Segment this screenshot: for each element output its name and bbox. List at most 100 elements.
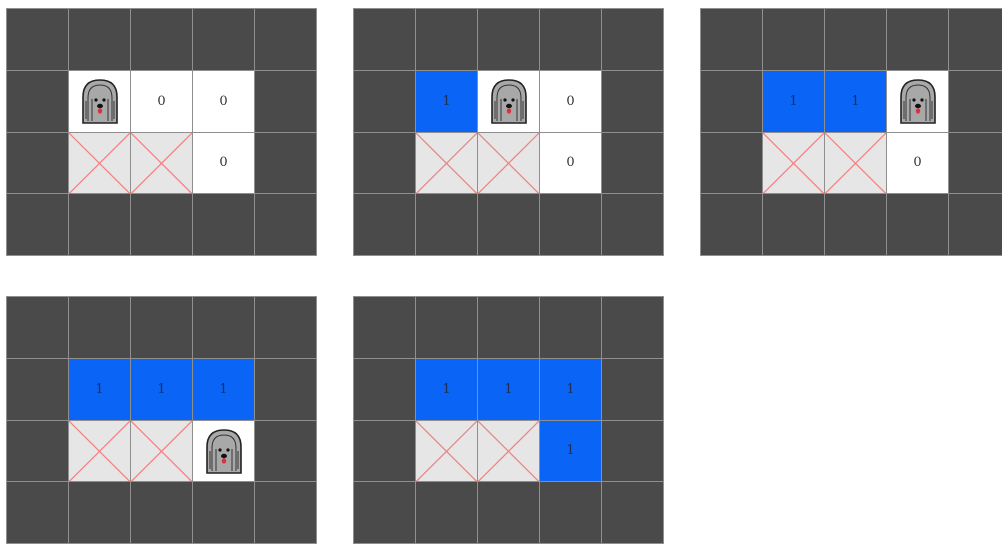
empty-cell: 0 <box>540 133 601 194</box>
wall-cell <box>701 71 762 132</box>
empty-cell: 0 <box>193 71 254 132</box>
x-mark-icon <box>825 133 886 194</box>
wall-cell <box>7 482 68 543</box>
blocked-cell <box>478 133 539 194</box>
visited-cell: 1 <box>193 359 254 420</box>
dog-icon <box>78 77 122 125</box>
wall-cell <box>416 194 477 255</box>
visited-cell: 1 <box>69 359 130 420</box>
wall-cell <box>7 194 68 255</box>
wall-cell <box>7 9 68 70</box>
wall-cell <box>478 194 539 255</box>
x-mark-icon <box>478 421 539 482</box>
wall-cell <box>540 297 601 358</box>
blocked-cell <box>131 421 192 482</box>
wall-cell <box>69 482 130 543</box>
cell-value: 0 <box>566 94 574 109</box>
cell-value: 0 <box>157 94 165 109</box>
wall-cell <box>255 297 316 358</box>
wall-cell <box>949 9 1002 70</box>
wall-cell <box>478 297 539 358</box>
blocked-cell <box>131 133 192 194</box>
wall-cell <box>69 9 130 70</box>
blocked-cell <box>763 133 824 194</box>
agent-cell <box>69 71 130 132</box>
cell-value: 0 <box>913 155 921 170</box>
visited-cell: 1 <box>131 359 192 420</box>
empty-cell: 0 <box>131 71 192 132</box>
wall-cell <box>255 133 316 194</box>
wall-cell <box>602 297 663 358</box>
empty-cell: 0 <box>540 71 601 132</box>
wall-cell <box>354 71 415 132</box>
wall-cell <box>763 194 824 255</box>
wall-cell <box>7 421 68 482</box>
wall-cell <box>7 359 68 420</box>
visited-cell: 1 <box>825 71 886 132</box>
wall-cell <box>131 482 192 543</box>
x-mark-icon <box>478 133 539 194</box>
wall-cell <box>193 297 254 358</box>
wall-cell <box>416 482 477 543</box>
dog-icon <box>487 77 531 125</box>
wall-cell <box>887 9 948 70</box>
wall-cell <box>701 194 762 255</box>
empty-cell: 0 <box>887 133 948 194</box>
agent-cell <box>887 71 948 132</box>
cell-value: 0 <box>566 155 574 170</box>
grid-panel-2: 1 0 0 <box>353 8 664 256</box>
dog-icon <box>896 77 940 125</box>
cell-value: 1 <box>442 382 450 397</box>
wall-cell <box>540 482 601 543</box>
cell-value: 0 <box>219 94 227 109</box>
x-mark-icon <box>131 133 192 194</box>
agent-cell <box>478 71 539 132</box>
x-mark-icon <box>416 133 477 194</box>
cell-value: 0 <box>219 155 227 170</box>
wall-cell <box>478 9 539 70</box>
blocked-cell <box>416 421 477 482</box>
wall-cell <box>416 9 477 70</box>
wall-cell <box>255 482 316 543</box>
visited-cell: 1 <box>416 359 477 420</box>
blocked-cell <box>69 421 130 482</box>
wall-cell <box>193 482 254 543</box>
cell-value: 1 <box>219 382 227 397</box>
x-mark-icon <box>763 133 824 194</box>
wall-cell <box>478 482 539 543</box>
wall-cell <box>540 9 601 70</box>
wall-cell <box>602 421 663 482</box>
wall-cell <box>255 194 316 255</box>
wall-cell <box>354 359 415 420</box>
wall-cell <box>602 9 663 70</box>
wall-cell <box>949 133 1002 194</box>
visited-cell: 1 <box>416 71 477 132</box>
agent-cell <box>193 421 254 482</box>
cell-value: 1 <box>851 94 859 109</box>
visited-cell: 1 <box>478 359 539 420</box>
wall-cell <box>354 9 415 70</box>
blocked-cell <box>478 421 539 482</box>
wall-cell <box>701 133 762 194</box>
visited-cell: 1 <box>540 359 601 420</box>
wall-cell <box>193 194 254 255</box>
wall-cell <box>949 71 1002 132</box>
wall-cell <box>602 194 663 255</box>
wall-cell <box>825 194 886 255</box>
wall-cell <box>602 359 663 420</box>
wall-cell <box>354 482 415 543</box>
wall-cell <box>7 71 68 132</box>
wall-cell <box>602 133 663 194</box>
wall-cell <box>69 297 130 358</box>
wall-cell <box>887 194 948 255</box>
cell-value: 1 <box>566 382 574 397</box>
cell-value: 1 <box>95 382 103 397</box>
wall-cell <box>131 194 192 255</box>
x-mark-icon <box>416 421 477 482</box>
x-mark-icon <box>131 421 192 482</box>
wall-cell <box>69 194 130 255</box>
dog-icon <box>202 427 246 475</box>
wall-cell <box>602 71 663 132</box>
